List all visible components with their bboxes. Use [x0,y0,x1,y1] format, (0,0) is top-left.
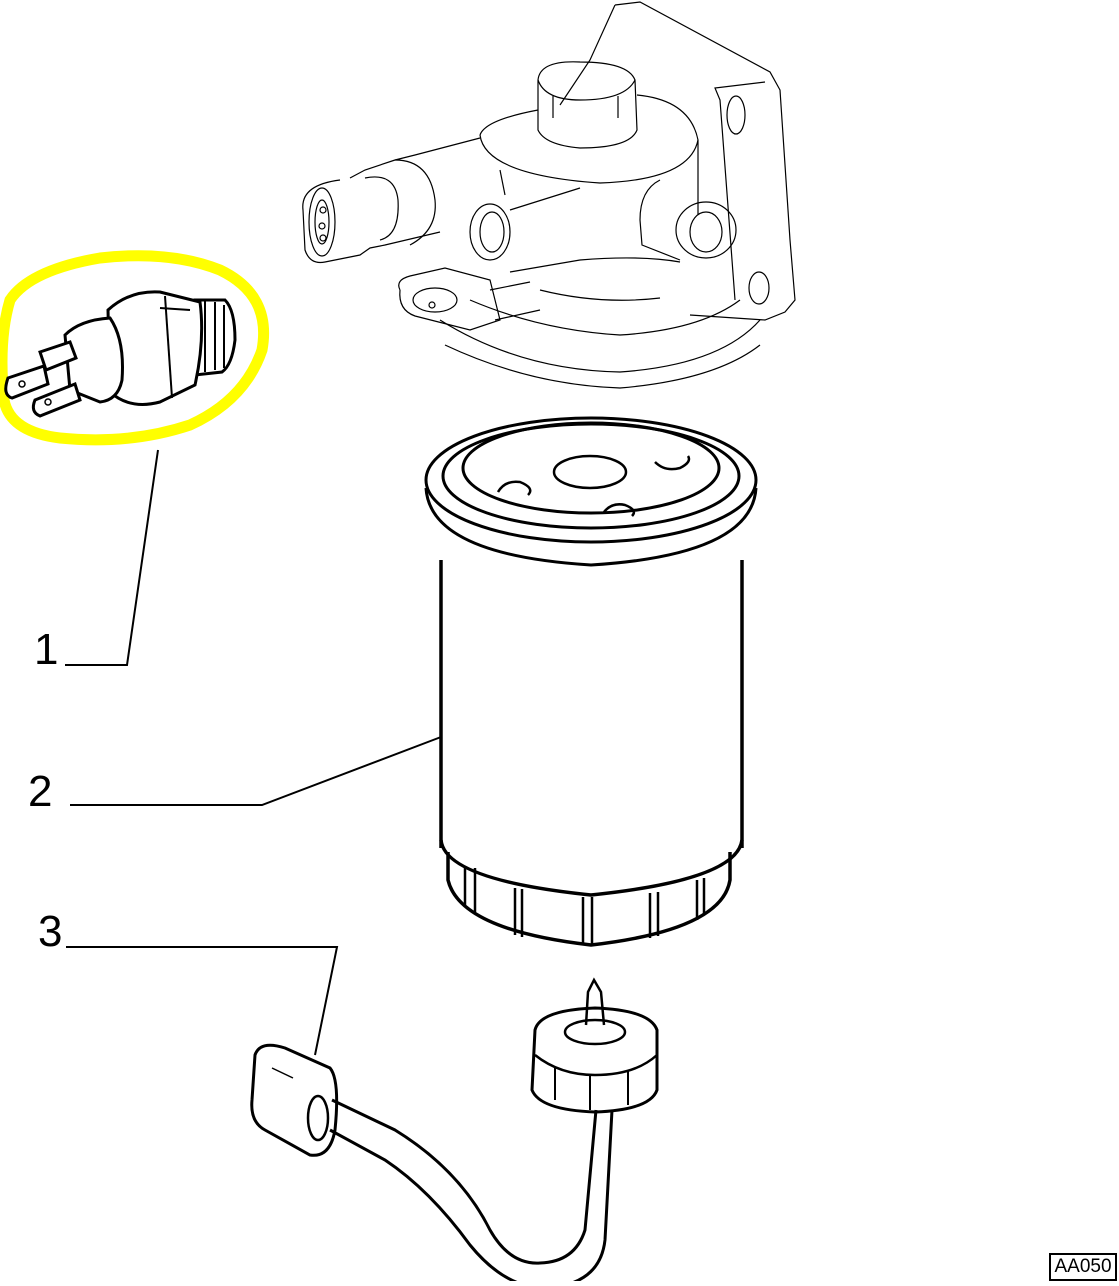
callout-2: 2 [28,767,53,816]
highlight-ring [0,250,270,446]
leader-line-2 [70,736,442,806]
reference-code-label: AA050 [1049,1253,1117,1281]
filter-head-outline [302,1,796,389]
sensor-switch-part-1 [0,250,270,446]
callout-3: 3 [38,907,63,956]
filter-cartridge-part-2 [424,416,758,947]
drain-plug-part-3 [250,977,659,1286]
callout-1: 1 [34,625,59,674]
leader-line-3 [66,946,339,1056]
leader-lines [65,449,442,1056]
leader-line-1 [65,449,159,666]
